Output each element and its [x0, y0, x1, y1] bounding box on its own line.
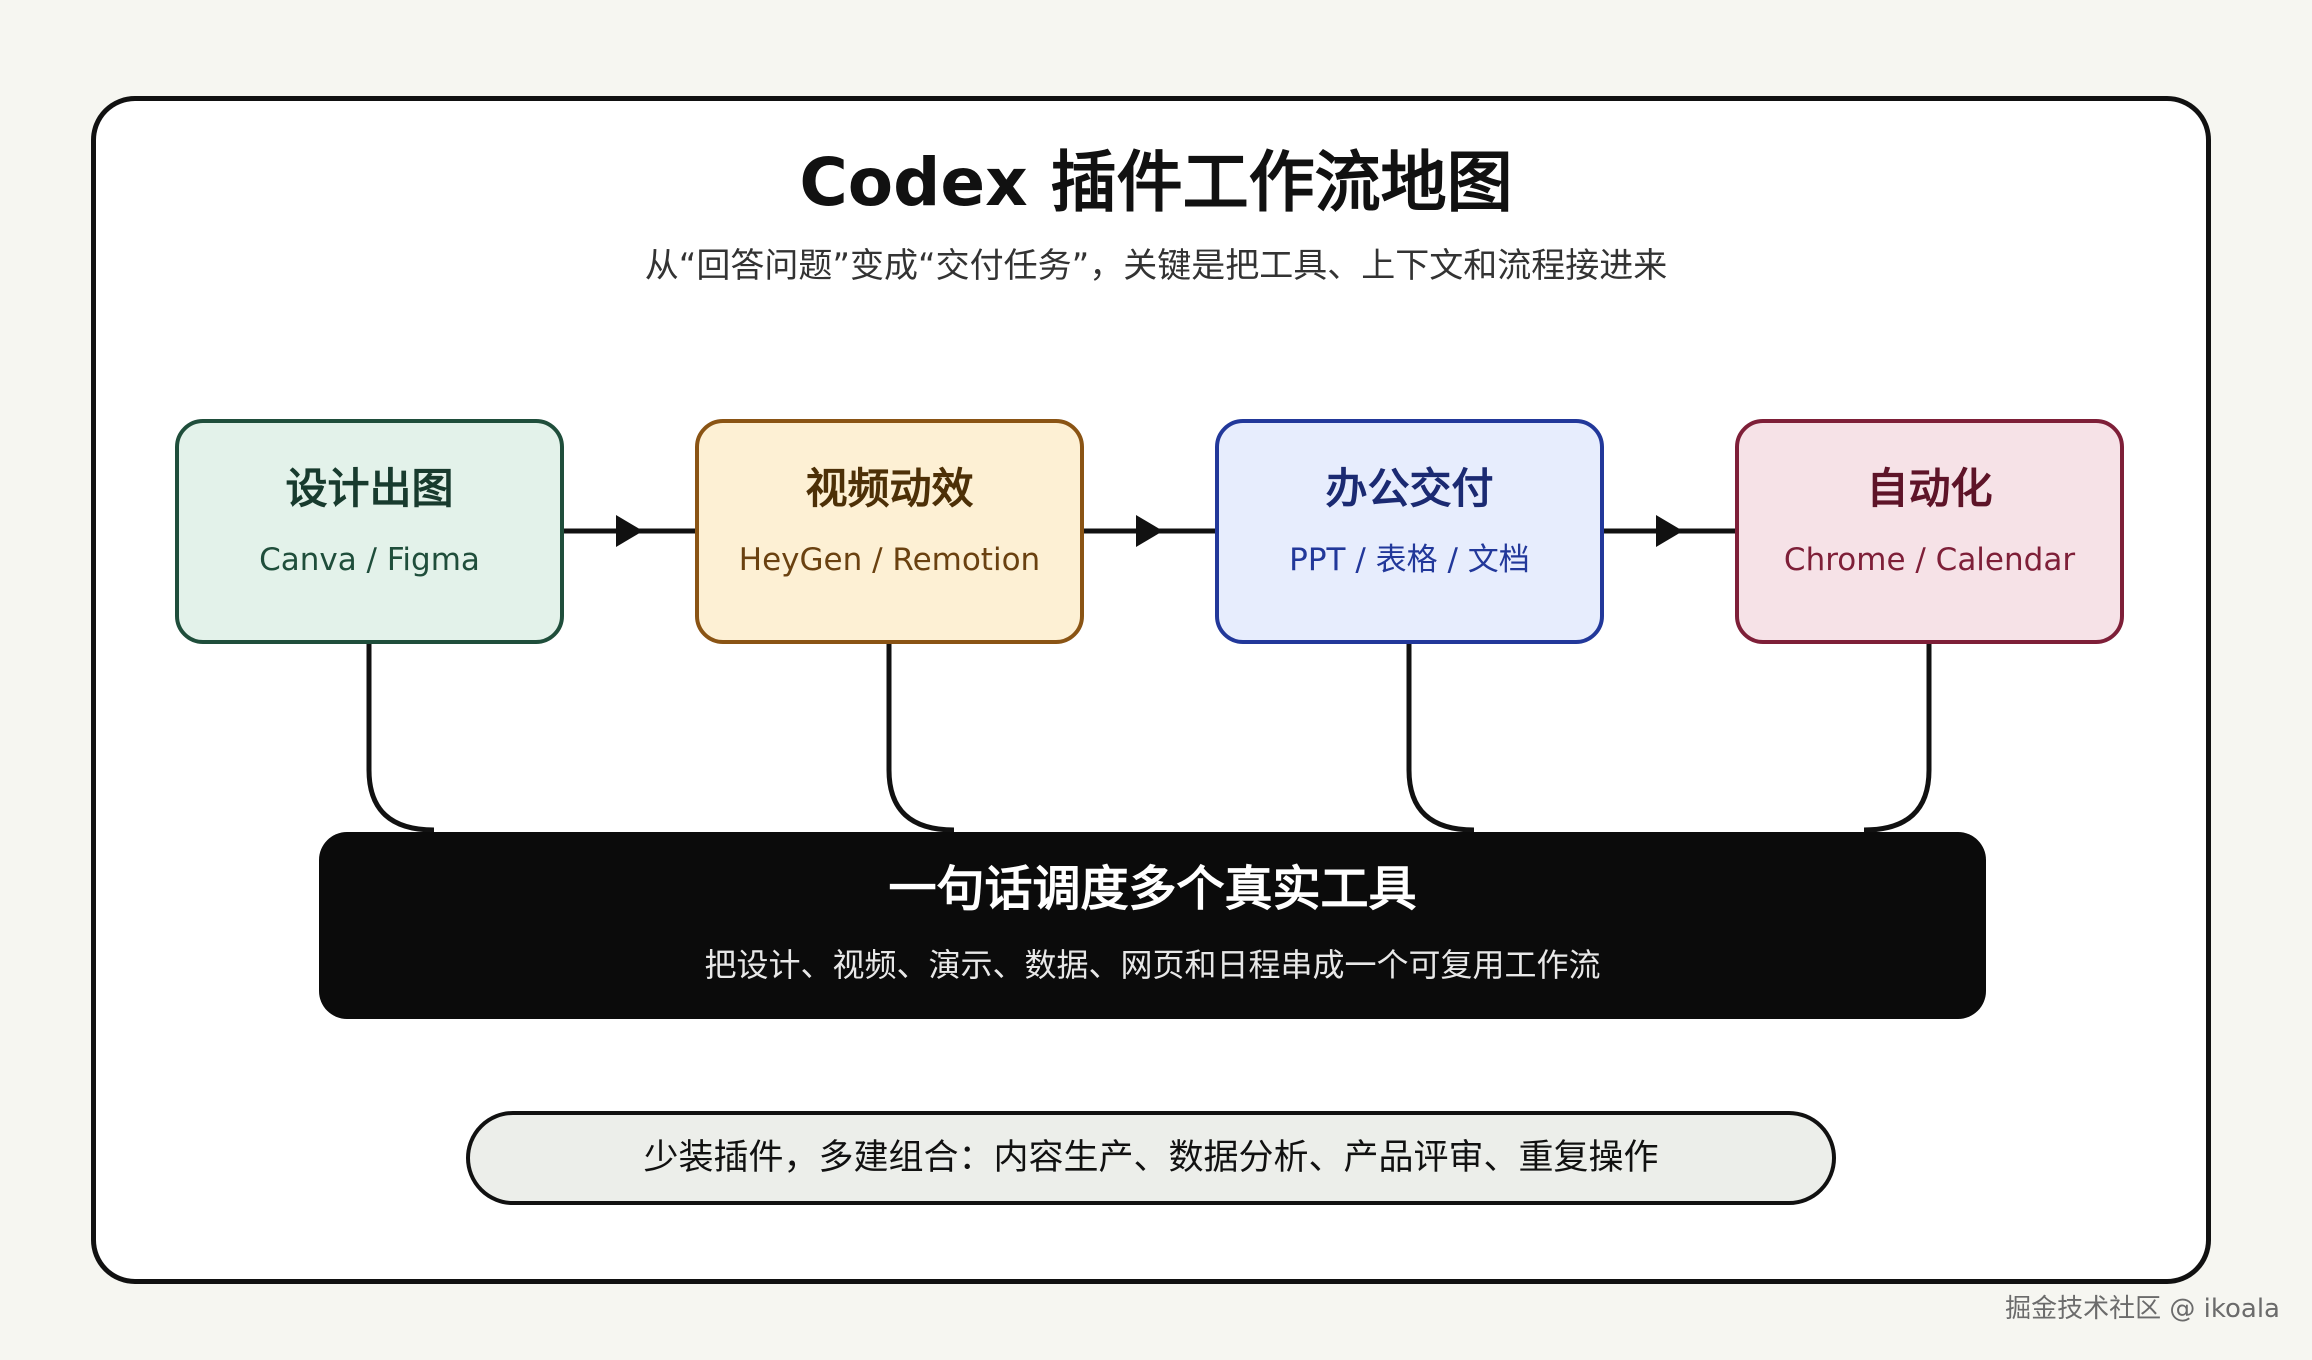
- stage-tools: Canva / Figma: [259, 542, 480, 578]
- stage-box-automation: 自动化 Chrome / Calendar: [1735, 419, 2124, 644]
- diagram-title: Codex 插件工作流地图: [799, 144, 1513, 221]
- arrow-head-3: [1656, 515, 1683, 547]
- connector-stage-4: [1863, 644, 1932, 833]
- stage-name: 视频动效: [805, 464, 974, 513]
- stage-tools: Chrome / Calendar: [1783, 542, 2076, 578]
- arrow-head-2: [1136, 515, 1163, 547]
- diagram-frame: [91, 96, 2211, 1284]
- stage-box-office: 办公交付 PPT / 表格 / 文档: [1215, 419, 1604, 644]
- footer-note-pill: 少装插件，多建组合：内容生产、数据分析、产品评审、重复操作: [466, 1111, 1836, 1205]
- stage-box-video: 视频动效 HeyGen / Remotion: [695, 419, 1084, 644]
- stage-name: 自动化: [1866, 464, 1993, 513]
- arrow-head-1: [616, 515, 643, 547]
- hub-box: 一句话调度多个真实工具 把设计、视频、演示、数据、网页和日程串成一个可复用工作流: [319, 832, 1986, 1019]
- watermark: 掘金技术社区 @ ikoala: [2005, 1294, 2280, 1324]
- stage-tools: HeyGen / Remotion: [738, 542, 1041, 578]
- stage-box-design: 设计出图 Canva / Figma: [175, 419, 564, 644]
- hub-subtitle: 把设计、视频、演示、数据、网页和日程串成一个可复用工作流: [704, 946, 1601, 984]
- diagram-subtitle: 从“回答问题”变成“交付任务”，关键是把工具、上下文和流程接进来: [644, 246, 1668, 286]
- connector-stage-1: [366, 644, 435, 833]
- stage-name: 设计出图: [285, 464, 454, 513]
- connector-stage-2: [886, 644, 955, 833]
- hub-title: 一句话调度多个真实工具: [888, 861, 1417, 917]
- stage-tools: PPT / 表格 / 文档: [1289, 542, 1530, 578]
- connector-stage-3: [1406, 644, 1475, 833]
- stage-name: 办公交付: [1325, 464, 1494, 513]
